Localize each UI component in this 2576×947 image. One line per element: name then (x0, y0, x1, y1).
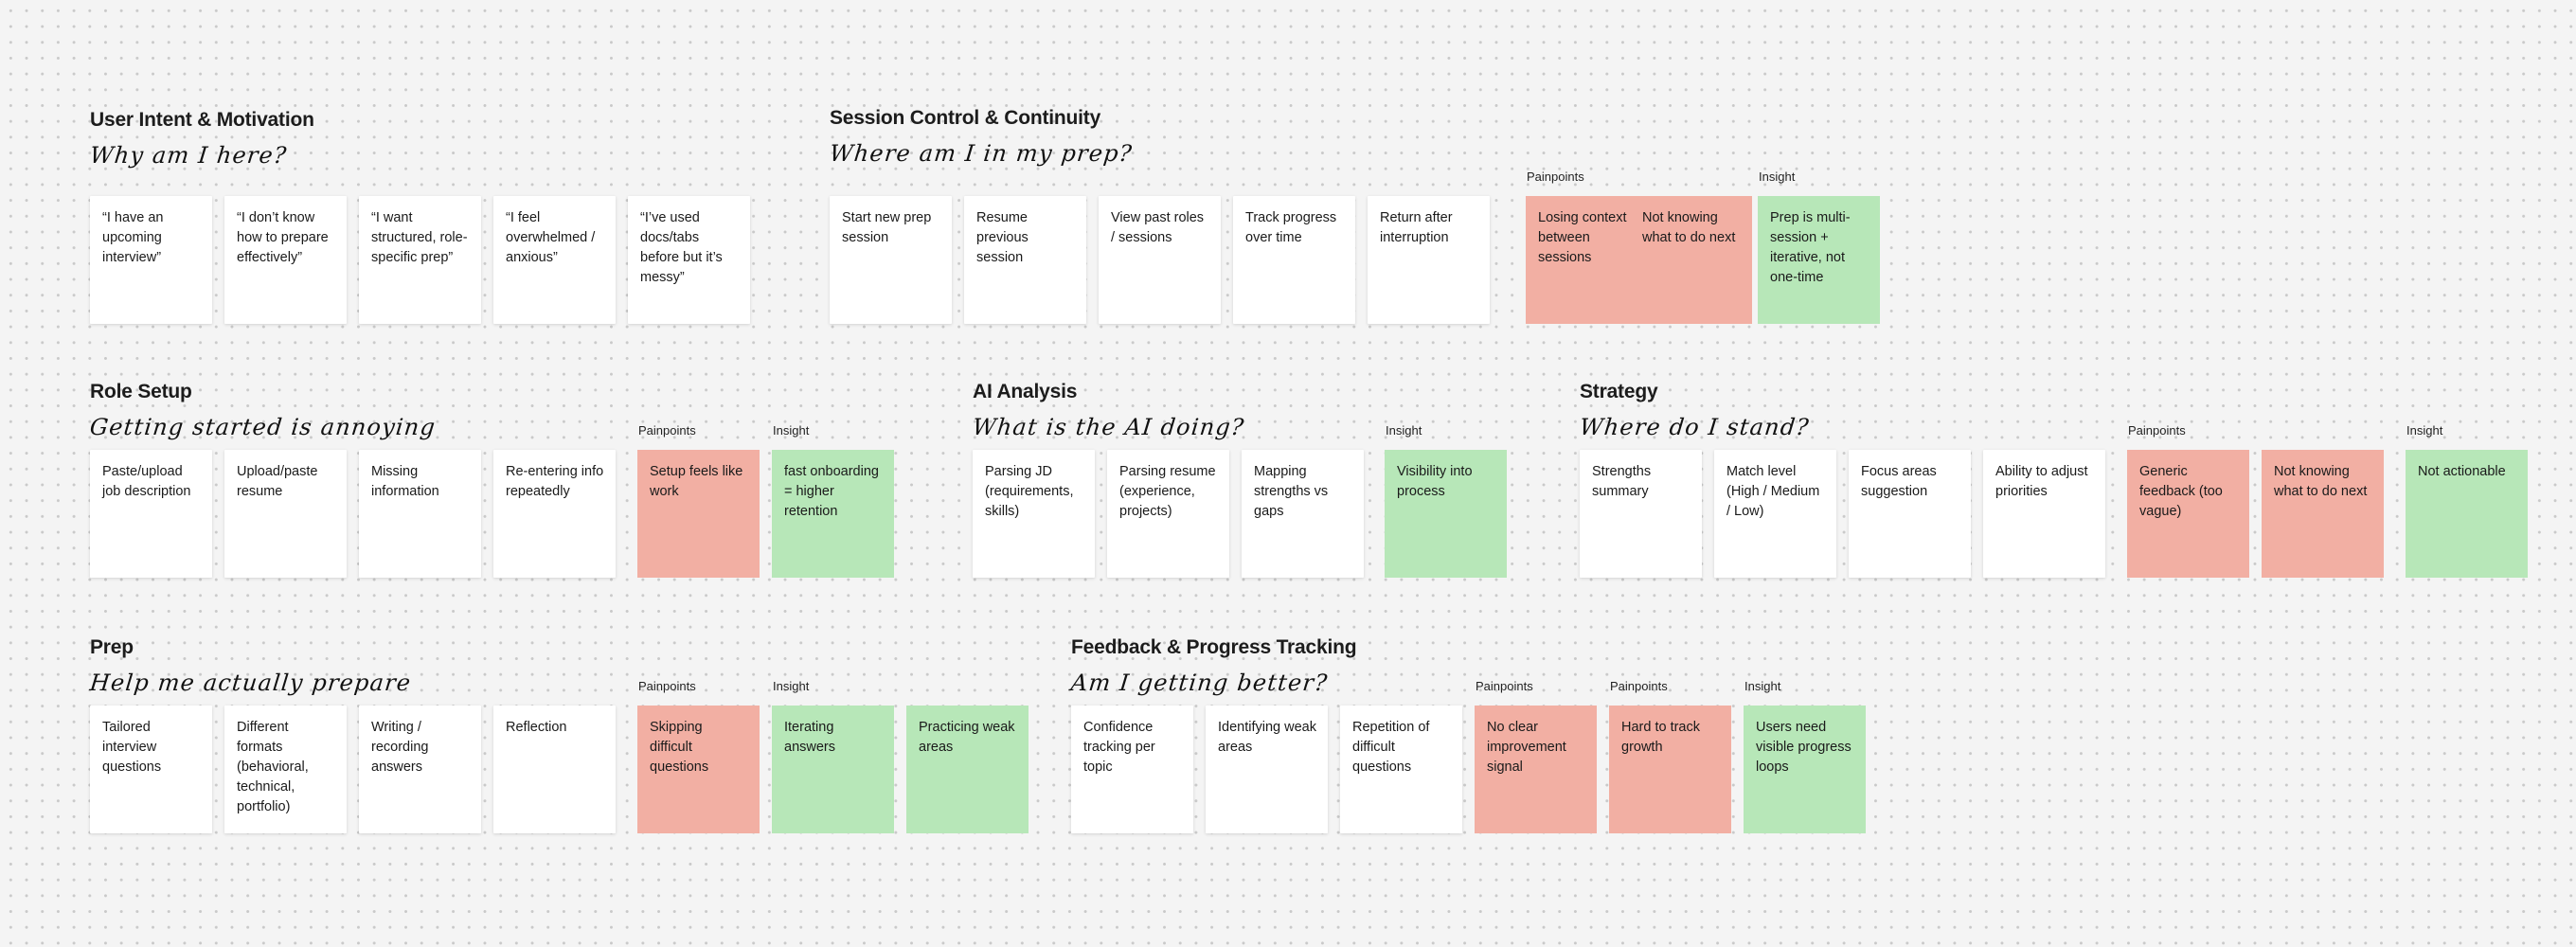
group-label-insight: Insight (1759, 170, 1796, 184)
group-label-insight: Insight (773, 423, 810, 438)
sticky-note[interactable]: Parsing JD (requirements, skills) (973, 450, 1095, 578)
sticky-note[interactable]: Skipping difficult questions (637, 706, 760, 833)
sticky-note[interactable]: Iterating answers (772, 706, 894, 833)
sticky-note[interactable]: “I have an upcoming interview” (90, 196, 212, 324)
section-title: Feedback & Progress Tracking (1071, 636, 1357, 658)
sticky-note[interactable]: Repetition of difficult questions (1340, 706, 1462, 833)
section-title: Strategy (1580, 381, 1658, 402)
sticky-note[interactable]: Different formats (behavioral, technical… (224, 706, 347, 833)
section-subtitle: Where do I stand? (1578, 414, 1812, 440)
sticky-note[interactable]: Generic feedback (too vague) (2127, 450, 2249, 578)
sticky-note[interactable]: Setup feels like work (637, 450, 760, 578)
sticky-note[interactable]: View past roles / sessions (1099, 196, 1221, 324)
group-label-painpoints: Painpoints (1476, 679, 1533, 693)
sticky-note[interactable]: Tailored interview questions (90, 706, 212, 833)
sticky-note[interactable]: Resume previous session (964, 196, 1086, 324)
section-subtitle: Where am I in my prep? (828, 140, 1135, 167)
group-label-painpoints: Painpoints (638, 423, 696, 438)
sticky-note[interactable]: “I’ve used docs/tabs before but it’s mes… (628, 196, 750, 324)
section-title: Prep (90, 636, 134, 658)
sticky-note[interactable]: Confidence tracking per topic (1071, 706, 1193, 833)
group-label-painpoints: Painpoints (638, 679, 696, 693)
section-subtitle: What is the AI doing? (971, 414, 1246, 440)
group-label-insight: Insight (1744, 679, 1781, 693)
sticky-note[interactable]: Identifying weak areas (1206, 706, 1328, 833)
sticky-note[interactable]: Writing / recording answers (359, 706, 481, 833)
sticky-note[interactable]: Re-entering info repeatedly (493, 450, 616, 578)
sticky-note[interactable]: “I feel overwhelmed / anxious” (493, 196, 616, 324)
sticky-note[interactable]: Hard to track growth (1609, 706, 1731, 833)
sticky-note[interactable]: Mapping strengths vs gaps (1242, 450, 1364, 578)
group-label-painpoints: Painpoints (2128, 423, 2186, 438)
sticky-note[interactable]: Upload/paste resume (224, 450, 347, 578)
sticky-note[interactable]: Focus areas suggestion (1849, 450, 1971, 578)
section-title: User Intent & Motivation (90, 109, 314, 131)
sticky-note[interactable]: Track progress over time (1233, 196, 1355, 324)
section-subtitle: Am I getting better? (1069, 670, 1330, 696)
sticky-note[interactable]: Practicing weak areas (906, 706, 1029, 833)
section-title: Role Setup (90, 381, 192, 402)
sticky-note[interactable]: “I don’t know how to prepare effectively… (224, 196, 347, 324)
sticky-note[interactable]: Reflection (493, 706, 616, 833)
sticky-note[interactable]: Paste/upload job description (90, 450, 212, 578)
sticky-note[interactable]: Strengths summary (1580, 450, 1702, 578)
section-title: Session Control & Continuity (830, 107, 1101, 129)
sticky-note[interactable]: Not knowing what to do next (1630, 196, 1752, 324)
sticky-note[interactable]: Match level (High / Medium / Low) (1714, 450, 1836, 578)
sticky-note[interactable]: Visibility into process (1385, 450, 1507, 578)
sticky-note[interactable]: Ability to adjust priorities (1983, 450, 2105, 578)
sticky-note[interactable]: Missing information (359, 450, 481, 578)
section-subtitle: Help me actually prepare (88, 670, 413, 696)
sticky-note[interactable]: fast onboarding = higher retention (772, 450, 894, 578)
section-feedback-progress-tracking: Feedback & Progress Tracking Am I getting… (1069, 636, 1357, 696)
sticky-note[interactable]: “I want structured, role-specific prep” (359, 196, 481, 324)
section-title: AI Analysis (973, 381, 1078, 402)
sticky-note[interactable]: Start new prep session (830, 196, 952, 324)
group-label-painpoints: Painpoints (1527, 170, 1584, 184)
sticky-note[interactable]: Not knowing what to do next (2262, 450, 2384, 578)
sticky-note[interactable]: Prep is multi-session + iterative, not o… (1758, 196, 1880, 324)
sticky-note[interactable]: Not actionable (2406, 450, 2528, 578)
sticky-note[interactable]: Losing context between sessions (1526, 196, 1648, 324)
section-subtitle: Getting started is annoying (88, 414, 438, 440)
sticky-note[interactable]: No clear improvement signal (1475, 706, 1597, 833)
group-label-insight: Insight (2406, 423, 2443, 438)
sticky-note[interactable]: Users need visible progress loops (1744, 706, 1866, 833)
sticky-note[interactable]: Parsing resume (experience, projects) (1107, 450, 1229, 578)
group-label-painpoints: Painpoints (1610, 679, 1668, 693)
section-subtitle: Why am I here? (88, 142, 289, 169)
sticky-note[interactable]: Return after interruption (1368, 196, 1490, 324)
group-label-insight: Insight (773, 679, 810, 693)
group-label-insight: Insight (1386, 423, 1422, 438)
